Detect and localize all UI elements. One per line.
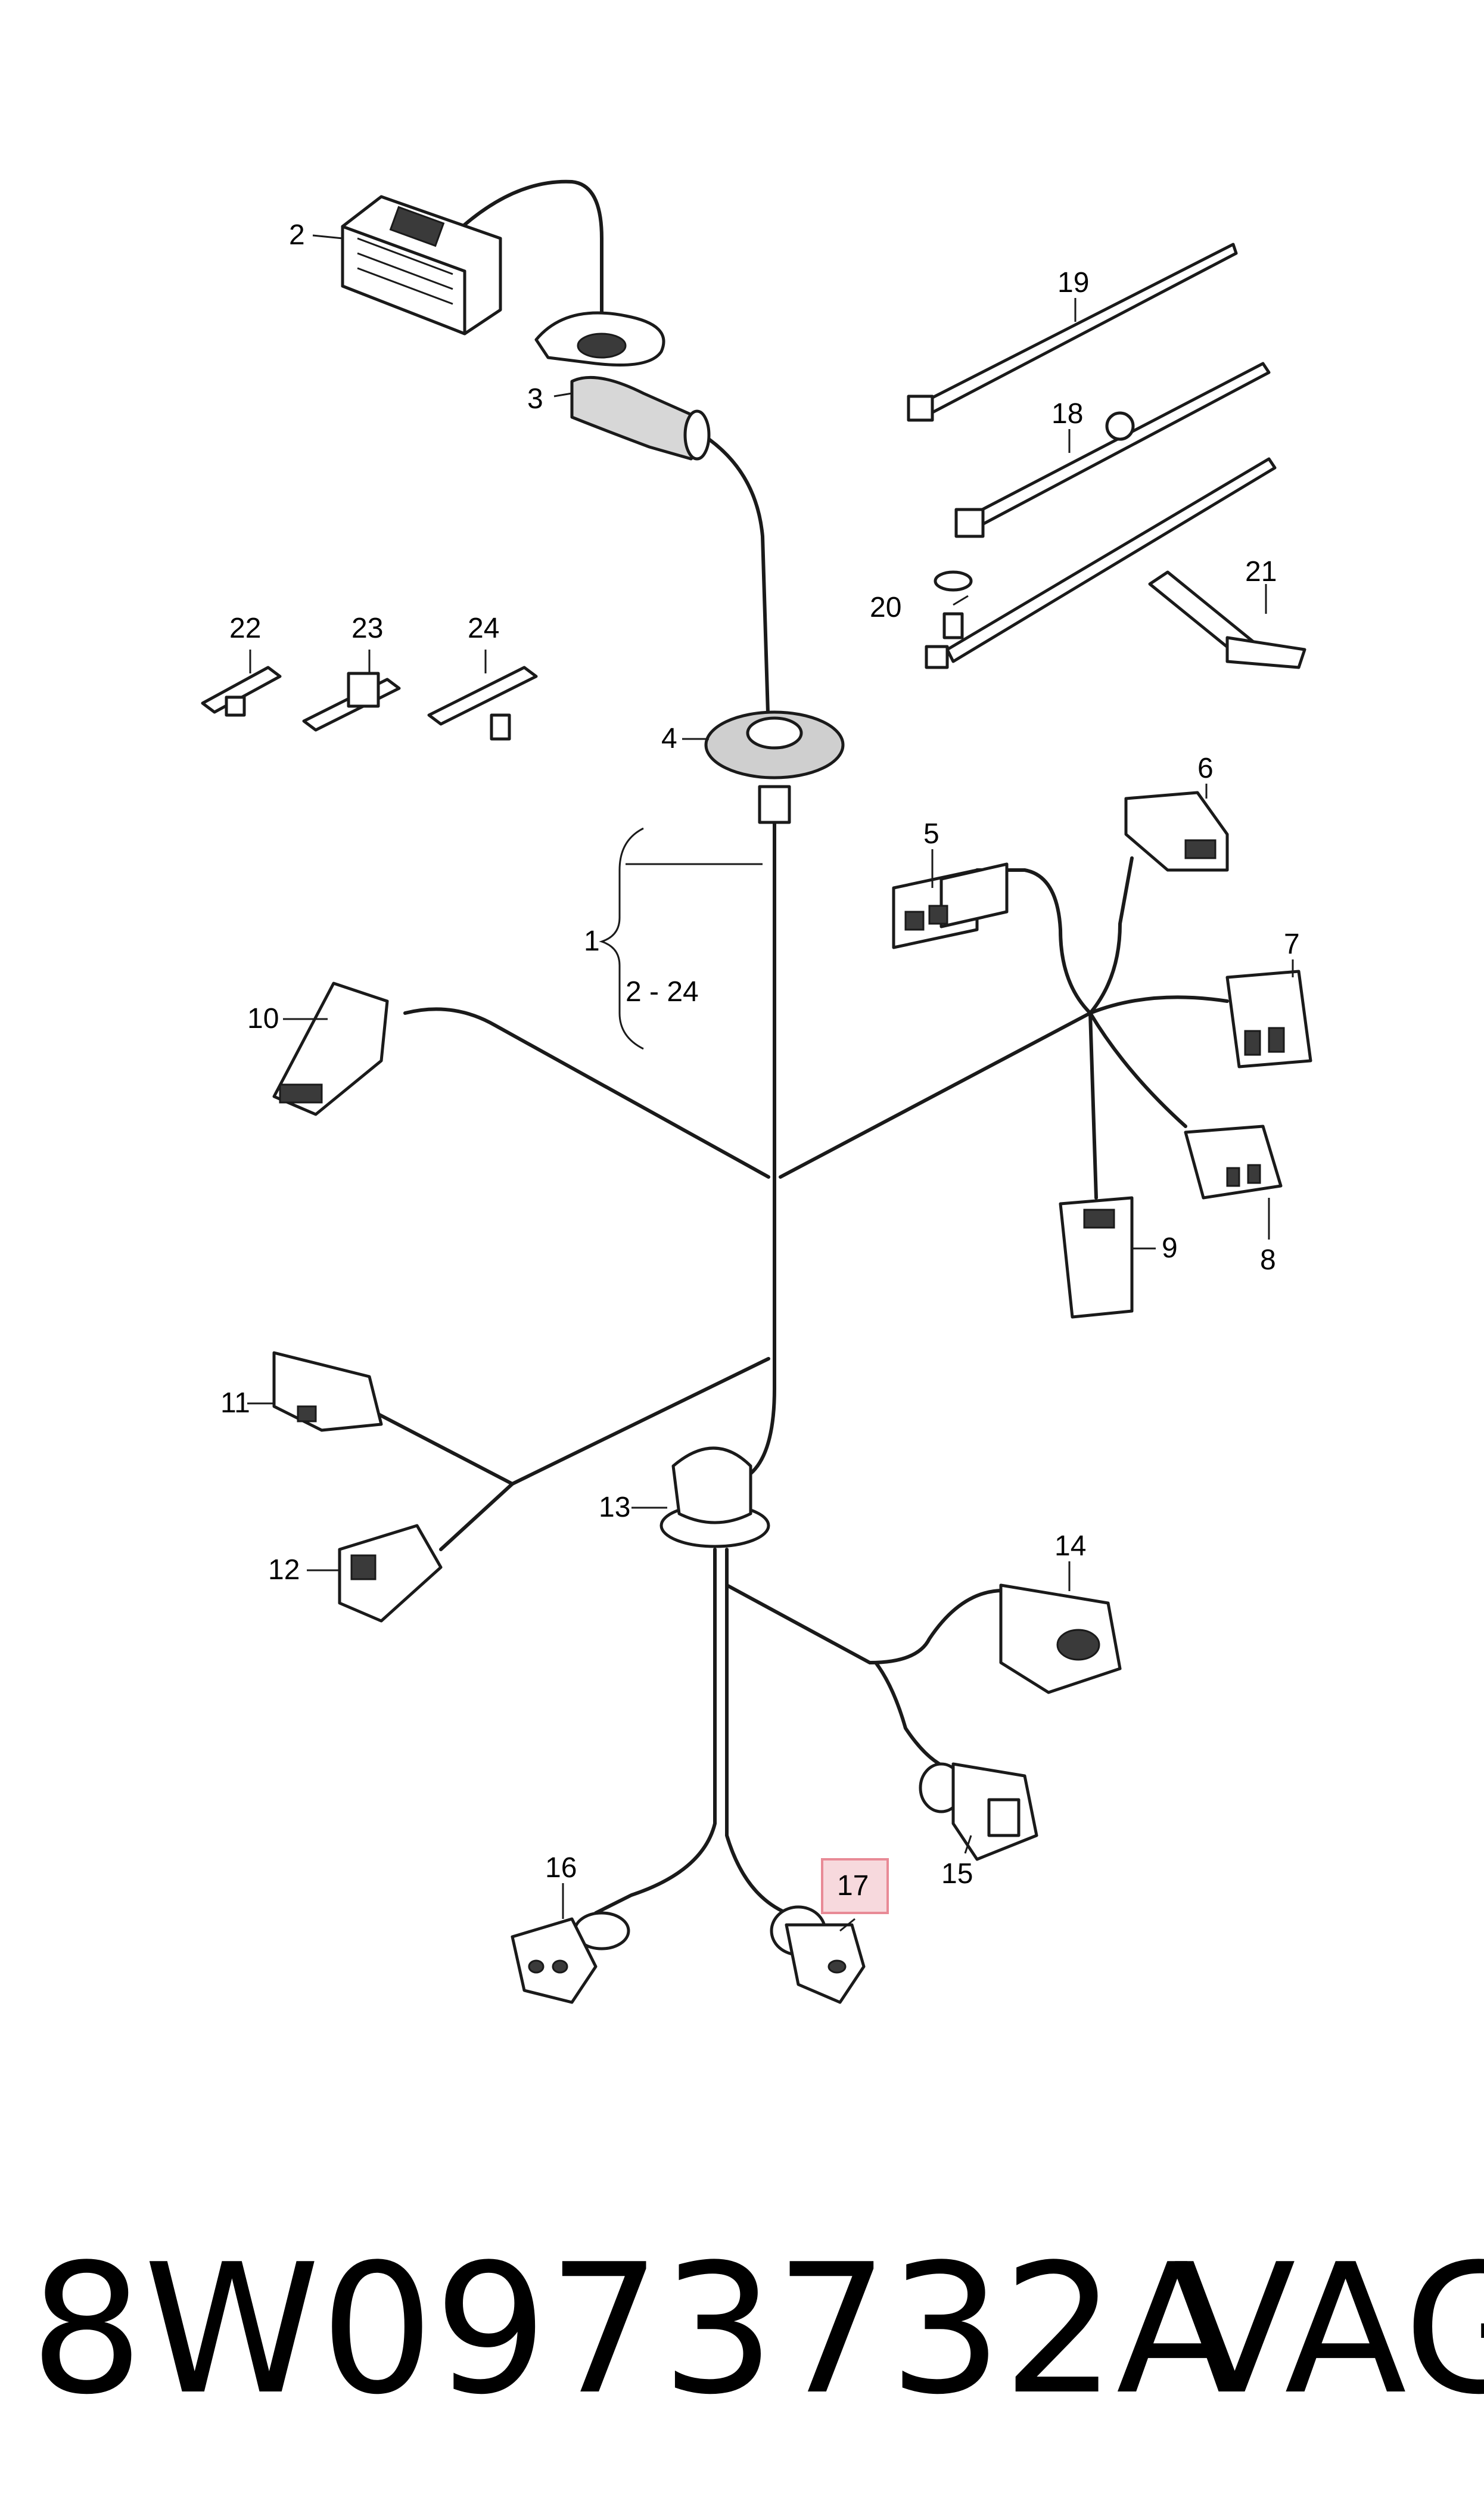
part-number: 8W0973732A [30,2226,1239,2434]
callout-4: 4 [661,723,677,754]
connector-5 [892,862,1009,949]
connector-16 [511,1911,630,2004]
callout-2: 2 [289,219,305,251]
connector-11 [272,1351,383,1432]
callout-9: 9 [1162,1232,1178,1264]
connector-14 [999,1583,1122,1694]
callout-12: 12 [268,1554,300,1586]
connector-15 [919,1762,1038,1861]
callout-24: 24 [468,613,499,644]
brand-label: VAG [1174,2226,1484,2434]
callout-1: 1 [584,925,600,957]
grommet-3 [534,311,665,366]
grommet-4 [704,710,845,824]
callout-21: 21 [1245,556,1277,588]
callout-11: 11 [220,1387,250,1419]
callout-labels: 2 3 4 1 2 - 24 5 6 7 8 9 10 11 12 13 14 … [220,219,1300,1902]
connector-12 [338,1524,443,1623]
callout-19: 19 [1057,267,1089,299]
sleeve-3 [570,375,711,461]
connector-17 [770,1905,866,2004]
range-label: 2 - 24 [626,976,699,1008]
clip-24 [427,666,538,741]
callout-18: 18 [1051,398,1083,430]
callout-23: 23 [351,613,383,644]
callout-17-highlight [821,1858,889,1914]
callout-14: 14 [1054,1530,1086,1562]
grommet-13 [659,1446,770,1548]
connector-2 [341,195,502,336]
callout-5: 5 [923,818,939,850]
callout-8: 8 [1260,1244,1276,1276]
callout-13: 13 [599,1492,630,1523]
clip-23 [302,672,401,732]
callout-20: 20 [870,592,901,623]
connector-7 [1225,970,1312,1069]
callout-10: 10 [247,1003,279,1035]
connector-6 [1124,791,1229,872]
cable-tie-18 [954,362,1271,538]
harness-wires [362,179,1229,1915]
callout-6: 6 [1197,753,1214,784]
connector-8 [1184,1125,1283,1200]
callout-3: 3 [527,383,543,415]
clip-22 [201,666,282,717]
cable-tie-20 [925,457,1277,669]
leader-lines [247,234,1294,1932]
connector-10 [272,981,389,1116]
callout-17: 17 [837,1870,869,1902]
clip-21 [1148,570,1306,669]
callout-16: 16 [545,1852,577,1884]
brace-1 [599,827,644,1050]
cable-tie-19 [907,243,1238,422]
footer: 8W0973732A VAG [30,2226,1484,2434]
connector-9 [1059,1196,1134,1319]
callout-22: 22 [229,613,261,644]
callout-7: 7 [1284,928,1300,960]
callout-15: 15 [941,1858,973,1890]
